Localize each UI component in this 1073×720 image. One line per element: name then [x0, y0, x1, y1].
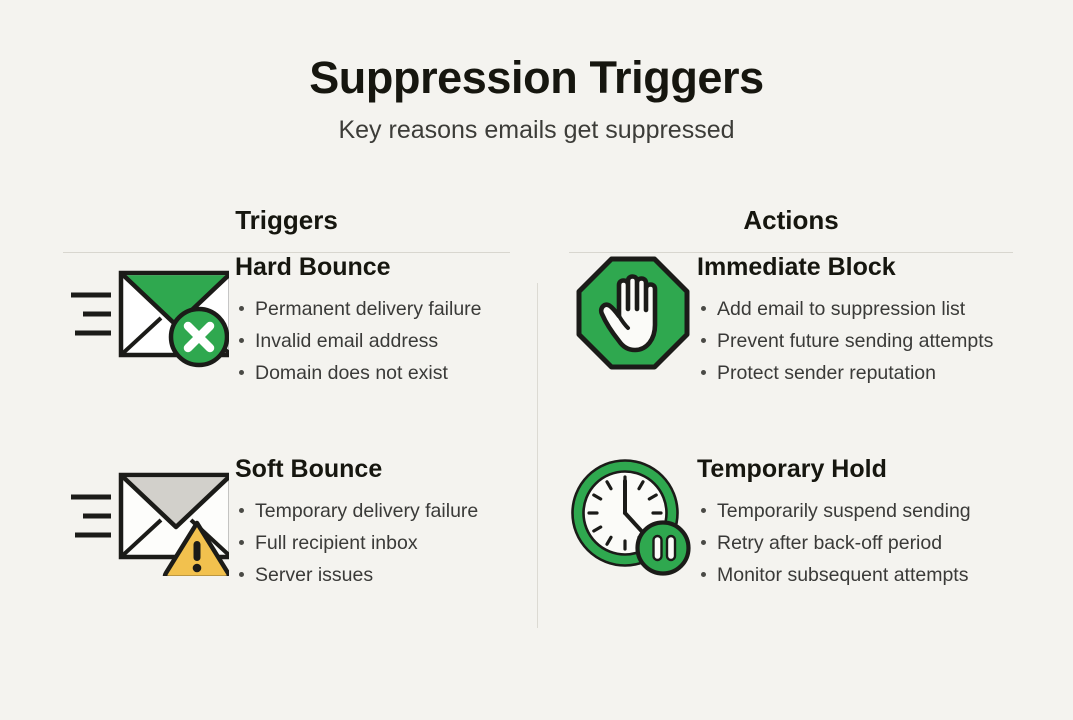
list-item: Add email to suppression list — [697, 293, 1013, 325]
list-item: Monitor subsequent attempts — [697, 559, 1013, 591]
list-item: Prevent future sending attempts — [697, 325, 1013, 357]
actions-column: Actions Immediate Block Add ema — [537, 205, 1073, 592]
envelope-x-icon — [63, 253, 235, 369]
entry-immediate-block: Immediate Block Add email to suppression… — [569, 253, 1013, 390]
column-divider — [537, 283, 538, 628]
bullet-list-temporary-hold: Temporarily suspend sending Retry after … — [697, 495, 1013, 592]
list-item: Retry after back-off period — [697, 527, 1013, 559]
list-item: Permanent delivery failure — [235, 293, 510, 325]
entry-temporary-hold: Temporary Hold Temporarily suspend sendi… — [569, 455, 1013, 592]
page-title: Suppression Triggers — [309, 52, 764, 103]
bullet-list-hard-bounce: Permanent delivery failure Invalid email… — [235, 293, 510, 390]
entry-soft-bounce: Soft Bounce Temporary delivery failure F… — [63, 455, 510, 592]
entry-title-immediate-block: Immediate Block — [697, 253, 896, 281]
list-item: Temporarily suspend sending — [697, 495, 1013, 527]
triggers-heading-rule — [63, 252, 510, 253]
list-item: Temporary delivery failure — [235, 495, 510, 527]
clock-pause-icon — [569, 455, 697, 577]
list-item: Full recipient inbox — [235, 527, 510, 559]
entry-title-temporary-hold: Temporary Hold — [697, 454, 887, 483]
list-item: Domain does not exist — [235, 357, 510, 389]
entry-body: Hard Bounce Permanent delivery failure I… — [235, 253, 510, 390]
entry-title-soft-bounce: Soft Bounce — [235, 454, 383, 483]
bullet-list-soft-bounce: Temporary delivery failure Full recipien… — [235, 495, 510, 592]
page-subtitle: Key reasons emails get suppressed — [338, 115, 735, 144]
actions-column-heading: Actions — [743, 205, 839, 235]
entry-body: Immediate Block Add email to suppression… — [697, 253, 1013, 390]
entry-body: Soft Bounce Temporary delivery failure F… — [235, 455, 510, 592]
entry-hard-bounce: Hard Bounce Permanent delivery failure I… — [63, 253, 510, 390]
list-item: Invalid email address — [235, 325, 510, 357]
triggers-column-heading: Triggers — [235, 205, 338, 235]
entry-body: Temporary Hold Temporarily suspend sendi… — [697, 455, 1013, 592]
entry-title-hard-bounce: Hard Bounce — [235, 253, 391, 281]
triggers-column: Triggers — [0, 205, 537, 592]
list-item: Protect sender reputation — [697, 357, 1013, 389]
columns-container: Triggers — [0, 205, 1073, 592]
envelope-warning-icon — [63, 455, 235, 576]
header: Suppression Triggers Key reasons emails … — [0, 52, 1073, 145]
bullet-list-immediate-block: Add email to suppression list Prevent fu… — [697, 293, 1013, 390]
list-item: Server issues — [235, 559, 510, 591]
actions-heading-rule — [569, 252, 1013, 253]
stop-hand-octagon-icon — [569, 253, 697, 371]
